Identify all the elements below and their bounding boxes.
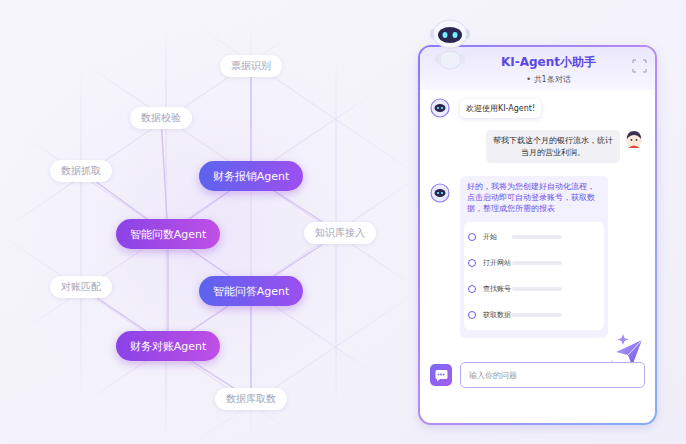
step-label: 查找账号: [483, 285, 511, 294]
tag-label: 数据抓取: [61, 164, 101, 178]
panel-heading: KI-Agent小助手: [418, 54, 657, 71]
agent-pill: 财务报销Agent: [199, 161, 304, 191]
step-bar: [512, 235, 562, 239]
bot-avatar: [431, 99, 449, 117]
connector-line: [250, 306, 251, 388]
agent-label: 财务报销Agent: [213, 169, 290, 184]
robot-mascot: [430, 20, 470, 69]
tag-label: 对账匹配: [61, 280, 101, 294]
panel-heading: • 共1条对话: [418, 74, 657, 85]
user-avatar: [626, 131, 642, 148]
lattice-line: [0, 295, 412, 444]
chat-panel-frame: [419, 46, 656, 424]
message-text: 好的，我将为您创建好自动化流程，点击启动即可自动登录账号，获取数据，整理成您所需…: [467, 181, 601, 215]
connector-line: [191, 361, 233, 388]
lattice-line: [0, 67, 412, 352]
connector-line: [162, 129, 167, 219]
tag-label: 数据库取数: [226, 392, 276, 406]
user-message: 帮我下载这个月的银行流水，统计当月的营业利润。: [486, 130, 620, 163]
agent-label: 智能问答Agent: [213, 284, 290, 299]
agent-label: 财务对账Agent: [130, 339, 207, 354]
flow-step: 开始: [468, 229, 566, 245]
step-dot: [468, 259, 476, 267]
lattice-line: [0, 0, 412, 239]
lattice-line: [0, 0, 412, 285]
step-label: 获取数据: [483, 311, 511, 320]
step-dot: [468, 311, 476, 319]
bot-message: 欢迎使用KI-Agent!: [460, 99, 541, 118]
step-bar: [512, 313, 562, 317]
message-text: 帮我下载这个月的银行流水，统计当月的营业利润。: [493, 135, 613, 158]
flow-step: 打开网站: [468, 255, 566, 271]
lattice-glow: [0, 0, 440, 444]
step-bar: [512, 261, 562, 265]
step-label: 打开网站: [483, 259, 511, 268]
bot-message: 好的，我将为您创建好自动化流程，点击启动即可自动登录账号，获取数据，整理成您所需…: [460, 176, 608, 338]
flow-step: 查找账号: [468, 281, 566, 297]
lattice-line: [0, 409, 412, 444]
step-dot: [468, 285, 476, 293]
lattice-line: [0, 0, 412, 11]
capability-tag: 数据校验: [130, 107, 192, 129]
step-dot: [468, 233, 476, 241]
lattice-line: [0, 113, 412, 398]
connector-line: [96, 182, 147, 219]
input-placeholder: 输入你的问题: [469, 370, 517, 381]
capability-tag: 票据识别: [220, 55, 282, 77]
chat-panel: KI-Agent小助手 • 共1条对话欢迎使用KI-Agent! 帮我下载这个月的银…: [418, 45, 657, 425]
agent-pill: 财务对账Agent: [116, 331, 221, 361]
connector-line: [167, 249, 168, 331]
expand-icon: [633, 60, 646, 72]
capability-tag: 知识库接入: [304, 222, 376, 244]
lattice-line: [0, 181, 412, 444]
bot-avatar: [431, 184, 449, 202]
tag-label: 票据识别: [231, 59, 271, 73]
connector-line: [191, 306, 229, 331]
capability-tag: 对账匹配: [50, 276, 112, 298]
flow-card: 开始打开网站查找账号获取数据: [464, 222, 604, 330]
chat-button: [430, 364, 452, 386]
capability-tag: 数据抓取: [50, 160, 112, 182]
lattice-line: [81, 10, 82, 440]
agent-pill: 智能问数Agent: [116, 219, 221, 249]
agent-pill: 智能问答Agent: [199, 276, 304, 306]
lattice-line: [0, 227, 412, 444]
connector-line: [190, 249, 229, 276]
step-bar: [512, 287, 562, 291]
step-label: 开始: [483, 233, 497, 242]
flow-step: 获取数据: [468, 307, 566, 323]
input-box: 输入你的问题: [460, 362, 645, 388]
message-text: 欢迎使用KI-Agent!: [466, 103, 535, 114]
connector-line: [250, 77, 251, 161]
lattice-lines: [0, 0, 412, 444]
tag-label: 数据校验: [141, 111, 181, 125]
connector-line: [189, 191, 229, 219]
connector-line: [97, 298, 146, 331]
connector-line: [274, 244, 323, 276]
agent-label: 智能问数Agent: [130, 227, 207, 242]
connector-line: [274, 191, 322, 222]
capability-tag: 数据库取数: [215, 388, 287, 410]
lattice-line: [0, 0, 412, 125]
tag-label: 知识库接入: [315, 226, 365, 240]
